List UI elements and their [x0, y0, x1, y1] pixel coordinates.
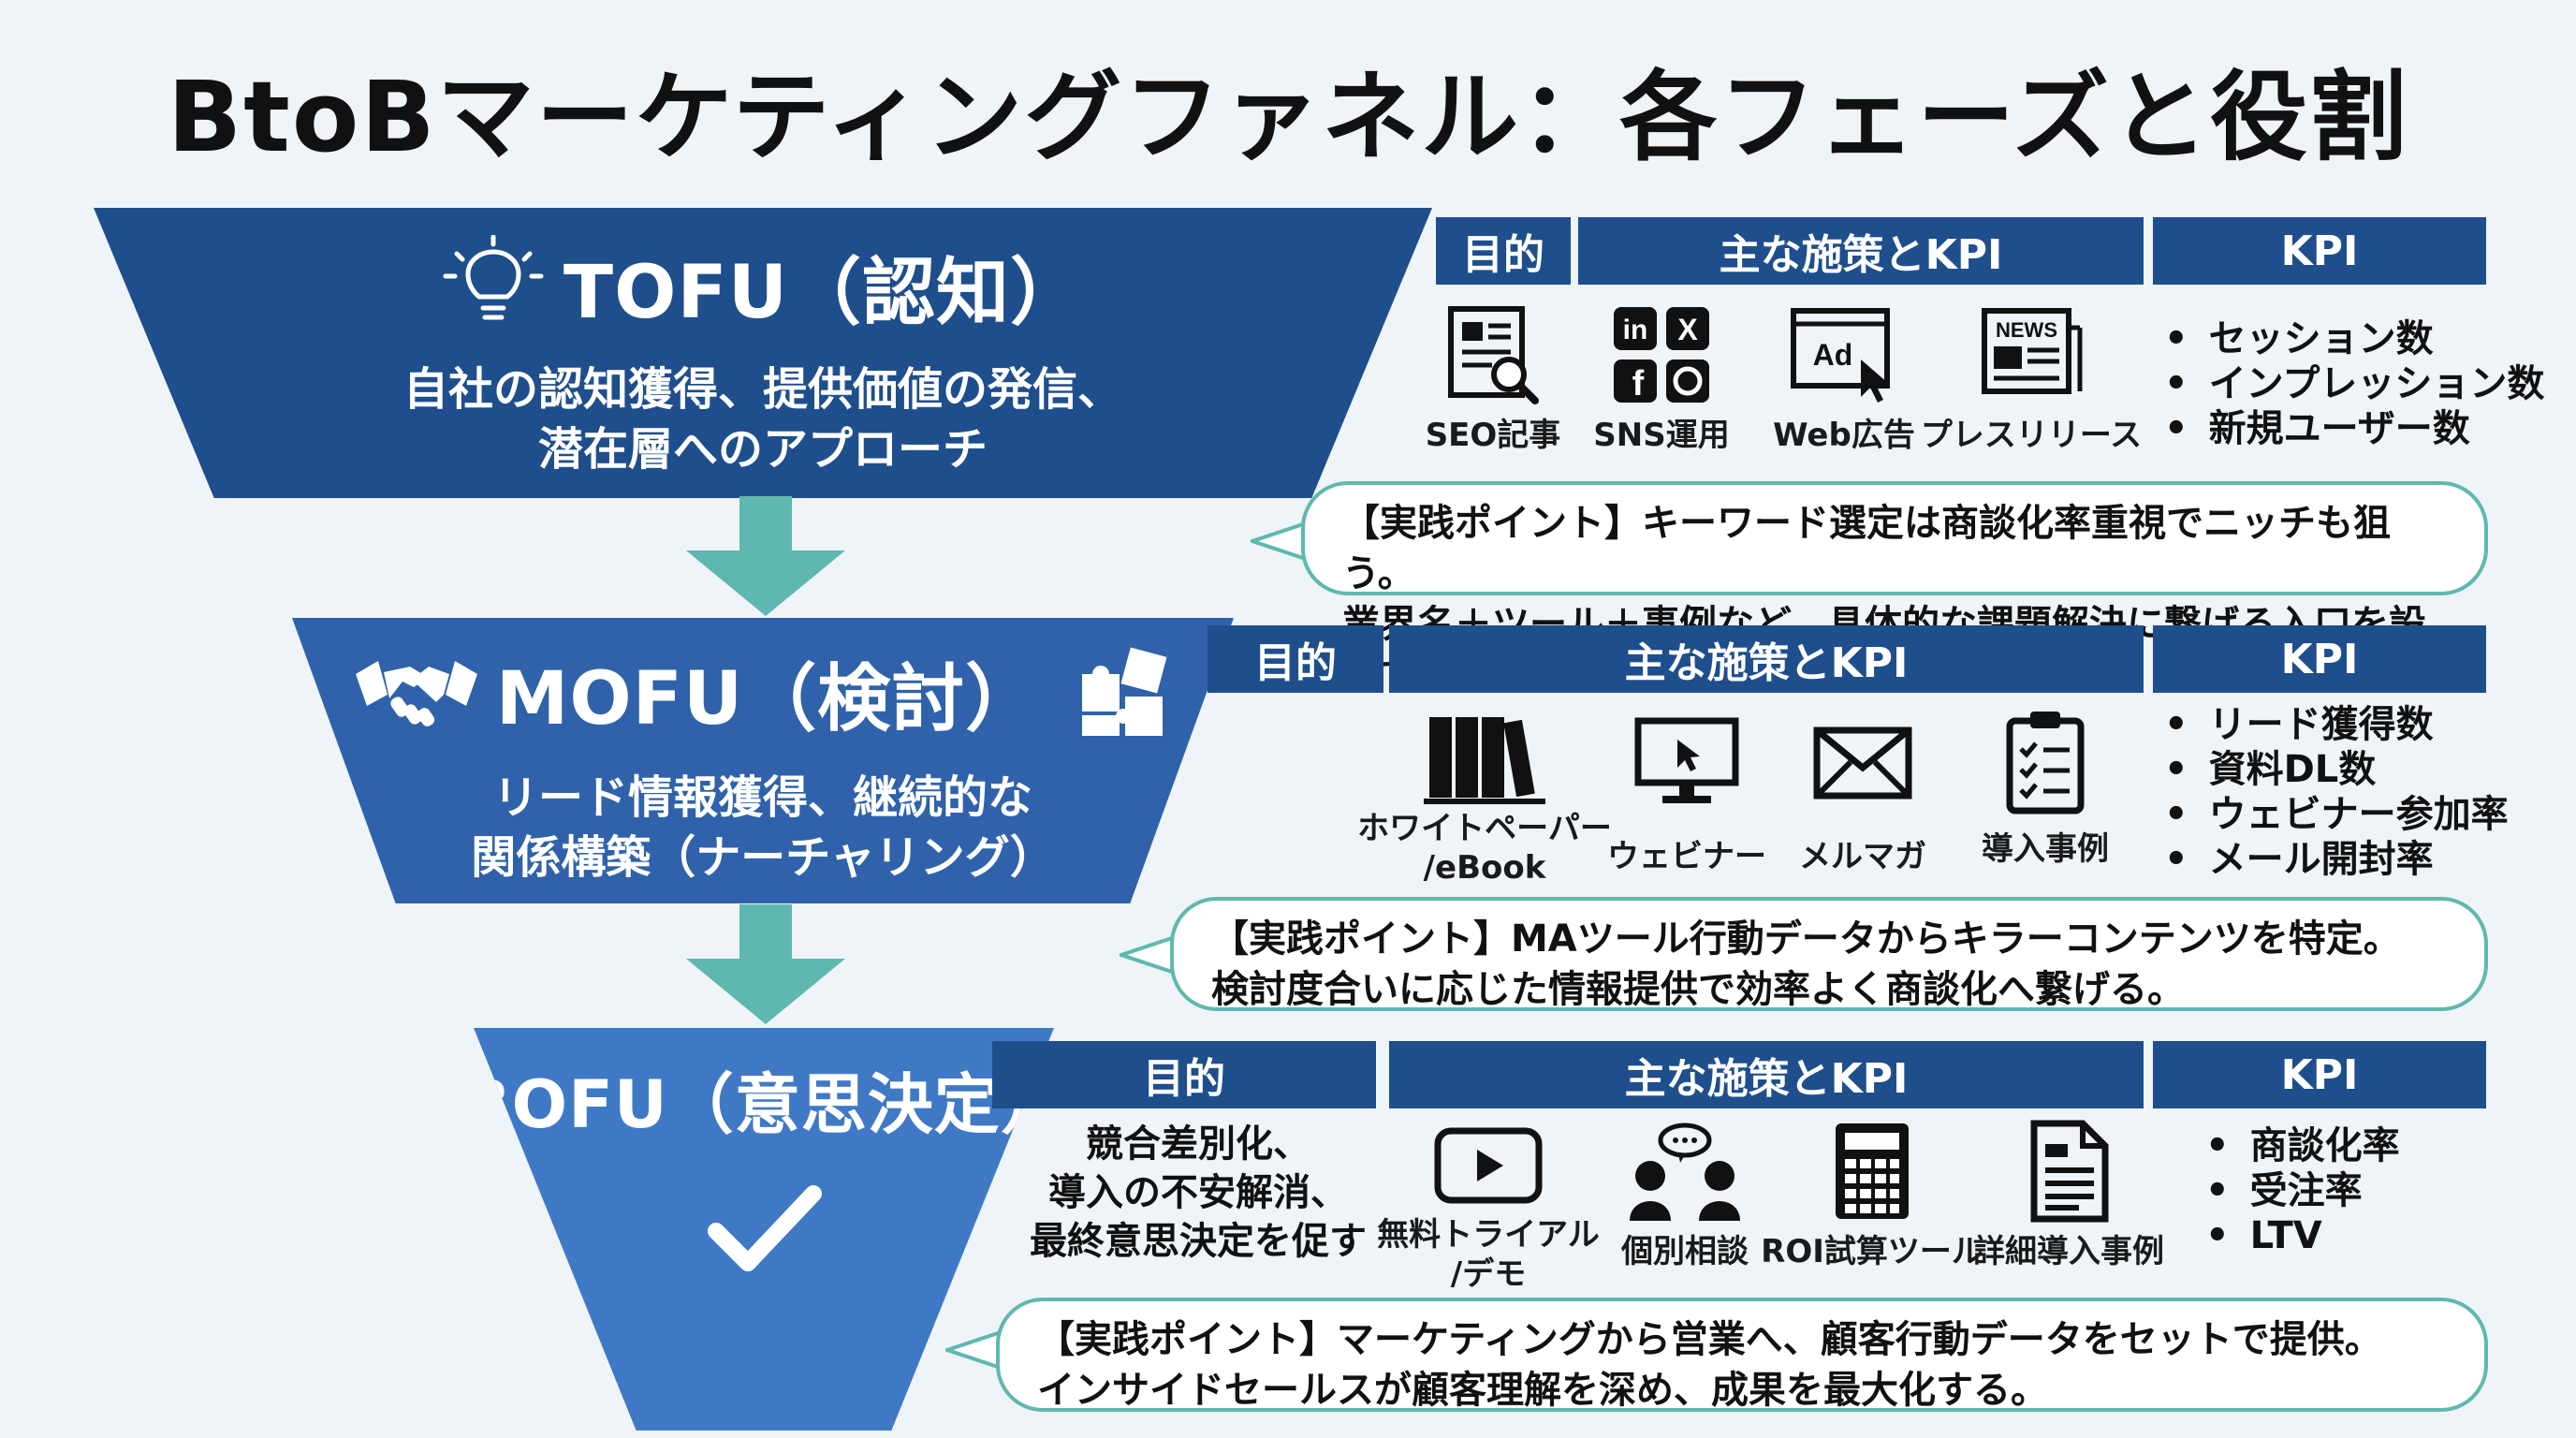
svg-text:NEWS: NEWS [1996, 318, 2057, 342]
sns-label: SNS運用 [1593, 417, 1730, 454]
whitepaper-label: ホワイトペーパー/eBook [1357, 810, 1612, 887]
bofu-purpose-header: 目的 [992, 1041, 1376, 1108]
mofu-practice-point: 【実践ポイント】MAツール行動データからキラーコンテンツを特定。 検討度合いに応… [1170, 897, 2488, 1011]
checklist-icon [2006, 712, 2085, 814]
bofu-measure-detailcase: 詳細導入事例 [1973, 1120, 2164, 1271]
consultation-icon [1630, 1123, 1740, 1221]
press-label: プレスリリース [1920, 417, 2143, 454]
play-video-icon [1434, 1127, 1543, 1204]
svg-text:Ad: Ad [1813, 338, 1853, 372]
kpi-item: メール開封率 [2164, 837, 2509, 882]
mailmag-label: メルマガ [1799, 838, 1926, 875]
bofu-measure-consult: 個別相談 [1601, 1120, 1769, 1271]
mofu-point-line1: 【実践ポイント】MAツール行動データからキラーコンテンツを特定。 [1211, 917, 2401, 961]
tofu-purpose-header: 目的 [1436, 217, 1571, 285]
mofu-measures-header: 主な施策とKPI [1389, 625, 2144, 693]
kpi-item: リード獲得数 [2164, 702, 2509, 747]
monitor-icon [1634, 717, 1739, 803]
kpi-item: 新規ユーザー数 [2164, 406, 2544, 451]
mofu-measure-whitepaper: ホワイトペーパー/eBook [1357, 712, 1612, 888]
svg-text:in: in [1623, 315, 1648, 345]
bofu-point-line1: 【実践ポイント】マーケティングから営業へ、顧客行動データをセットで提供。 [1037, 1318, 2382, 1361]
mofu-desc-line2: 関係構築（ナーチャリング） [471, 831, 1055, 884]
bofu-measures-header: 主な施策とKPI [1389, 1041, 2144, 1108]
seo-label: SEO記事 [1425, 417, 1561, 454]
bofu-practice-point: 【実践ポイント】マーケティングから営業へ、顧客行動データをセットで提供。 インサ… [996, 1298, 2488, 1412]
document-icon [2030, 1120, 2109, 1223]
page-title: BtoBマーケティングファネル：各フェーズと役割 [167, 60, 2409, 174]
puzzle-icon [1082, 647, 1167, 736]
seo-article-icon [1448, 306, 1539, 404]
tofu-measures-header: 主な施策とKPI [1578, 217, 2144, 285]
kpi-item: 受注率 [2205, 1168, 2400, 1213]
kpi-item: インプレッション数 [2164, 361, 2545, 406]
bofu-title: BOFU（意思決定） [461, 1066, 1067, 1143]
kpi-item: LTV [2205, 1213, 2400, 1258]
bofu-objective: 競合差別化、 導入の不安解消、 最終意思決定を促す [1011, 1120, 1385, 1266]
tofu-desc-line1: 自社の認知獲得、提供価値の発信、 [402, 363, 1122, 416]
bofu-kpi-header: KPI [2153, 1041, 2486, 1108]
kpi-item: ウェビナー参加率 [2164, 792, 2509, 837]
tofu-measure-sns: in X f SNS運用 [1582, 303, 1741, 455]
mofu-measure-webinar: ウェビナー [1603, 715, 1771, 876]
mofu-point-line2: 検討度合いに応じた情報提供で効率よく商談化へ繋げる。 [1211, 968, 2185, 1011]
tofu-title: TOFU（認知） [563, 251, 1085, 335]
tofu-desc-line2: 潜在層へのアプローチ [537, 423, 988, 476]
mofu-stage: MOFU（検討） リード情報獲得、継続的な 関係構築（ナーチャリング） [292, 618, 1234, 903]
mofu-measure-case: 導入事例 [1956, 708, 2134, 869]
mofu-measure-mailmag: メルマガ [1778, 721, 1947, 876]
handshake-icon [355, 661, 477, 726]
bofu-stage: BOFU（意思決定） [474, 1028, 1054, 1431]
tofu-practice-point: 【実践ポイント】キーワード選定は商談化率重視でニッチも狙う。 業界名＋ツール＋事… [1301, 481, 2488, 697]
bofu-objective-line3: 最終意思決定を促す [1030, 1220, 1367, 1263]
tofu-point-line1: 【実践ポイント】キーワード選定は商談化率重視でニッチも狙う。 [1342, 502, 2391, 595]
bofu-measure-roi: ROI試算ツール [1761, 1120, 1983, 1271]
webinar-label: ウェビナー [1607, 838, 1766, 875]
mofu-title: MOFU（検討） [495, 657, 1040, 741]
arrow-down-icon [686, 496, 845, 616]
svg-text:X: X [1677, 313, 1698, 346]
tofu-measure-press: NEWS プレスリリース [1919, 303, 2144, 455]
kpi-item: 資料DL数 [2164, 747, 2509, 792]
bofu-objective-line1: 競合差別化、 [1086, 1123, 1310, 1166]
calculator-icon [1836, 1123, 1909, 1219]
tofu-stage: TOFU（認知） 自社の認知獲得、提供価値の発信、 潜在層へのアプローチ [94, 208, 1432, 498]
lightbulb-icon [443, 235, 544, 320]
trial-label: 無料トライアル/デモ [1377, 1216, 1600, 1293]
tofu-measure-webad: Ad Web広告 [1760, 303, 1928, 455]
mail-icon [1813, 726, 1912, 800]
tofu-measure-seo: SEO記事 [1413, 303, 1573, 455]
mofu-desc-line1: リード情報獲得、継続的な [492, 771, 1032, 824]
books-icon [1424, 717, 1545, 804]
bofu-point-line2: インサイドセールスが顧客理解を深め、成果を最大化する。 [1037, 1369, 2048, 1412]
consult-label: 個別相談 [1621, 1233, 1749, 1270]
mofu-kpi-header: KPI [2153, 625, 2486, 693]
web-ad-icon: Ad [1791, 308, 1890, 403]
sns-icon: in X f [1614, 307, 1709, 404]
svg-text:f: f [1632, 364, 1645, 404]
kpi-item: 商談化率 [2205, 1123, 2400, 1168]
arrow-down-icon [686, 904, 845, 1024]
bofu-kpi-list: 商談化率 受注率 LTV [2205, 1123, 2400, 1258]
case-label: 導入事例 [1982, 830, 2109, 868]
tofu-kpi-header: KPI [2153, 217, 2486, 285]
checkmark-icon [708, 1185, 822, 1271]
newspaper-icon: NEWS [1982, 308, 2083, 394]
web-ad-label: Web広告 [1773, 417, 1915, 454]
tofu-kpi-list: セッション数 インプレッション数 新規ユーザー数 [2164, 316, 2545, 451]
roi-label: ROI試算ツール [1761, 1233, 1983, 1270]
mofu-purpose-header: 目的 [1208, 625, 1383, 693]
bofu-objective-line2: 導入の不安解消、 [1048, 1171, 1348, 1214]
detailcase-label: 詳細導入事例 [1973, 1233, 2164, 1270]
bofu-measure-trial: 無料トライアル/デモ [1377, 1123, 1600, 1294]
mofu-kpi-list: リード獲得数 資料DL数 ウェビナー参加率 メール開封率 [2164, 702, 2509, 882]
kpi-item: セッション数 [2164, 316, 2544, 361]
